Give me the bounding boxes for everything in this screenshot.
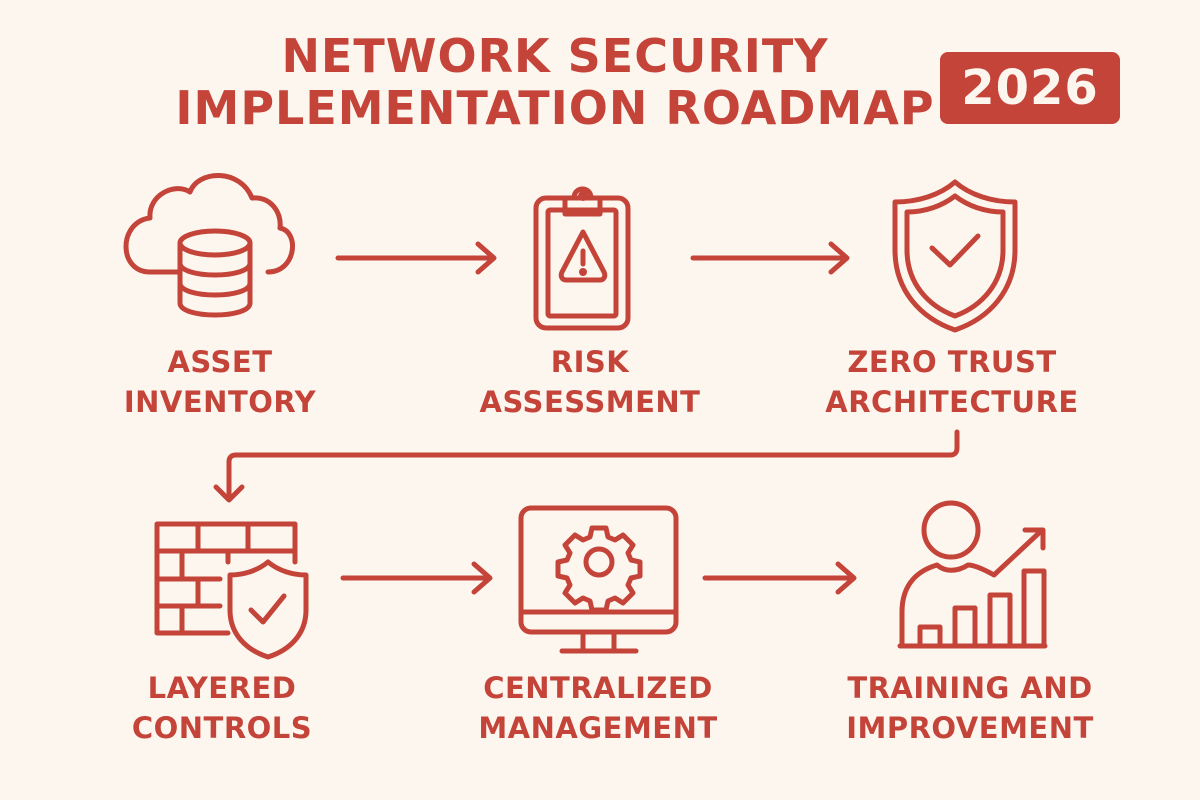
- arrow-connector: [690, 241, 850, 275]
- return-arrow-connector: [213, 429, 960, 503]
- step-label-line-2: CONTROLS: [131, 711, 313, 745]
- step-label-line-2: ASSESSMENT: [479, 385, 701, 419]
- step-label-asset-inventory: ASSET INVENTORY: [70, 342, 370, 422]
- step-label-line-1: CENTRALIZED: [483, 671, 713, 705]
- person-growth-chart-icon: [897, 500, 1048, 649]
- step-label-line-1: ASSET: [167, 345, 273, 379]
- arrow-connector: [340, 561, 493, 595]
- step-label-line-1: TRAINING AND: [847, 671, 1093, 705]
- firewall-shield-icon: [154, 521, 309, 660]
- step-label-line-1: LAYERED: [147, 671, 297, 705]
- shield-check-icon: [892, 179, 1018, 333]
- arrow-connector: [335, 241, 497, 275]
- step-label-zero-trust: ZERO TRUST ARCHITECTURE: [802, 342, 1102, 422]
- cloud-database-icon: [123, 173, 295, 318]
- title-line-1: NETWORK SECURITY: [281, 29, 829, 83]
- year-badge: 2026: [940, 52, 1120, 124]
- step-label-layered-controls: LAYERED CONTROLS: [72, 668, 372, 748]
- step-label-centralized-management: CENTRALIZED MANAGEMENT: [448, 668, 748, 748]
- step-label-risk-assessment: RISK ASSESSMENT: [440, 342, 740, 422]
- page-title: NETWORK SECURITY IMPLEMENTATION ROADMAP: [0, 30, 1110, 134]
- monitor-gear-icon: [518, 505, 679, 654]
- step-label-line-2: IMPROVEMENT: [846, 711, 1094, 745]
- arrow-connector: [702, 561, 857, 595]
- step-label-line-1: ZERO TRUST: [847, 345, 1057, 379]
- step-label-line-2: INVENTORY: [123, 385, 317, 419]
- step-label-line-2: ARCHITECTURE: [825, 385, 1079, 419]
- step-label-line-2: MANAGEMENT: [478, 711, 718, 745]
- step-label-line-1: RISK: [550, 345, 630, 379]
- title-line-2: IMPLEMENTATION ROADMAP: [175, 81, 935, 135]
- step-label-training-improvement: TRAINING AND IMPROVEMENT: [820, 668, 1120, 748]
- clipboard-warning-icon: [533, 186, 631, 331]
